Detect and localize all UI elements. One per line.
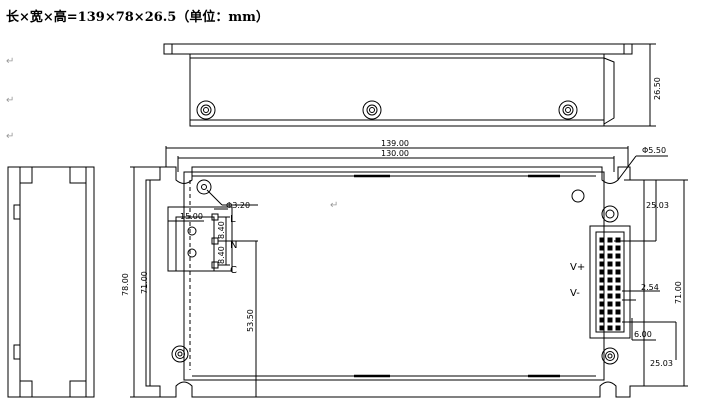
connector-pin xyxy=(599,325,605,331)
connector-pin xyxy=(599,285,605,291)
dimension-labels: 26.50 139.00 130.00 Φ5.50 Φ3.20 25.03 25… xyxy=(121,77,683,368)
connector-pin xyxy=(607,285,613,291)
output-label-plus: V+ xyxy=(570,262,585,273)
dim-pin-pitch: 2.54 xyxy=(641,283,659,292)
side-view-outline xyxy=(7,166,95,398)
connector-pin xyxy=(607,293,613,299)
dim-inner-length: 130.00 xyxy=(381,149,409,158)
connector-pin xyxy=(599,261,605,267)
connector-pin xyxy=(607,269,613,275)
dimensions-title: 长×宽×高=139×78×26.5（单位：mm） xyxy=(6,10,269,25)
connector-pin xyxy=(615,285,621,291)
dim-overall-width: 78.00 xyxy=(121,273,130,296)
side-view xyxy=(7,166,95,398)
dim-height: 26.50 xyxy=(653,77,662,100)
housing-body xyxy=(183,171,605,381)
input-terminal-block xyxy=(167,206,233,272)
output-connector xyxy=(589,225,631,339)
connector-pin xyxy=(615,309,621,315)
paragraph-mark: ↵ xyxy=(6,56,15,67)
connector-pin xyxy=(607,317,613,323)
connector-pin xyxy=(599,309,605,315)
connector-pin xyxy=(607,277,613,283)
top-view-screw-right xyxy=(558,100,578,120)
connector-pin xyxy=(615,245,621,251)
connector-pin xyxy=(615,293,621,299)
output-connector-pins xyxy=(599,237,621,331)
connector-pin xyxy=(599,245,605,251)
connector-pin xyxy=(607,301,613,307)
mount-hole-bottom-left xyxy=(171,345,189,363)
dim-inner-width-left: 71.00 xyxy=(140,271,149,294)
connector-pin xyxy=(615,237,621,243)
connector-pin xyxy=(599,277,605,283)
connector-pin xyxy=(615,269,621,275)
top-view-body xyxy=(189,53,605,127)
connector-pin xyxy=(599,293,605,299)
paragraph-mark: ↵ xyxy=(6,131,15,142)
top-view-flange xyxy=(163,43,633,55)
connector-pin xyxy=(607,261,613,267)
connector-pin xyxy=(599,237,605,243)
mount-hole-top-left xyxy=(196,179,212,195)
mount-hole-right-upper xyxy=(601,205,619,223)
dim-terminal-pitch-2: 8.40 xyxy=(217,246,226,264)
connector-pin xyxy=(615,301,621,307)
mount-hole-top-right xyxy=(571,189,585,203)
connector-pin xyxy=(607,237,613,243)
connector-pin xyxy=(615,261,621,267)
connector-pin xyxy=(599,317,605,323)
terminal-label-n: N xyxy=(230,240,237,251)
dim-right-offset-top: 25.03 xyxy=(646,201,669,210)
dim-right-offset-bottom: 25.03 xyxy=(650,359,673,368)
connector-pin xyxy=(615,325,621,331)
connector-pin xyxy=(615,277,621,283)
dim-terminal-width: 15.00 xyxy=(180,212,203,221)
terminal-label-c: C xyxy=(230,265,237,276)
output-label-minus: V- xyxy=(570,288,580,299)
terminal-label-l: L xyxy=(230,214,236,225)
base-plate-outline xyxy=(145,166,645,398)
dim-hole-small: Φ3.20 xyxy=(226,201,250,210)
connector-pin xyxy=(607,245,613,251)
top-view xyxy=(163,43,656,127)
connector-pin xyxy=(607,325,613,331)
connector-pin xyxy=(615,317,621,323)
dim-pin-offset: 6.00 xyxy=(634,330,652,339)
dim-terminal-pitch-1: 8.40 xyxy=(217,221,226,239)
top-view-screw-middle xyxy=(362,100,382,120)
connector-pin xyxy=(607,253,613,259)
top-view-screw-left xyxy=(196,100,216,120)
paragraph-mark: ↵ xyxy=(330,200,339,211)
dim-inner-width-right: 71.00 xyxy=(674,281,683,304)
dim-hole-large: Φ5.50 xyxy=(642,146,666,155)
dim-terminal-depth: 53.50 xyxy=(246,309,255,332)
connector-pin xyxy=(615,253,621,259)
main-view xyxy=(130,146,688,398)
paragraph-mark: ↵ xyxy=(6,95,15,106)
connector-pin xyxy=(607,309,613,315)
connector-pin xyxy=(599,301,605,307)
dim-overall-length: 139.00 xyxy=(381,139,409,148)
connector-pin xyxy=(599,269,605,275)
mount-hole-right-lower xyxy=(601,347,619,365)
connector-pin xyxy=(599,253,605,259)
